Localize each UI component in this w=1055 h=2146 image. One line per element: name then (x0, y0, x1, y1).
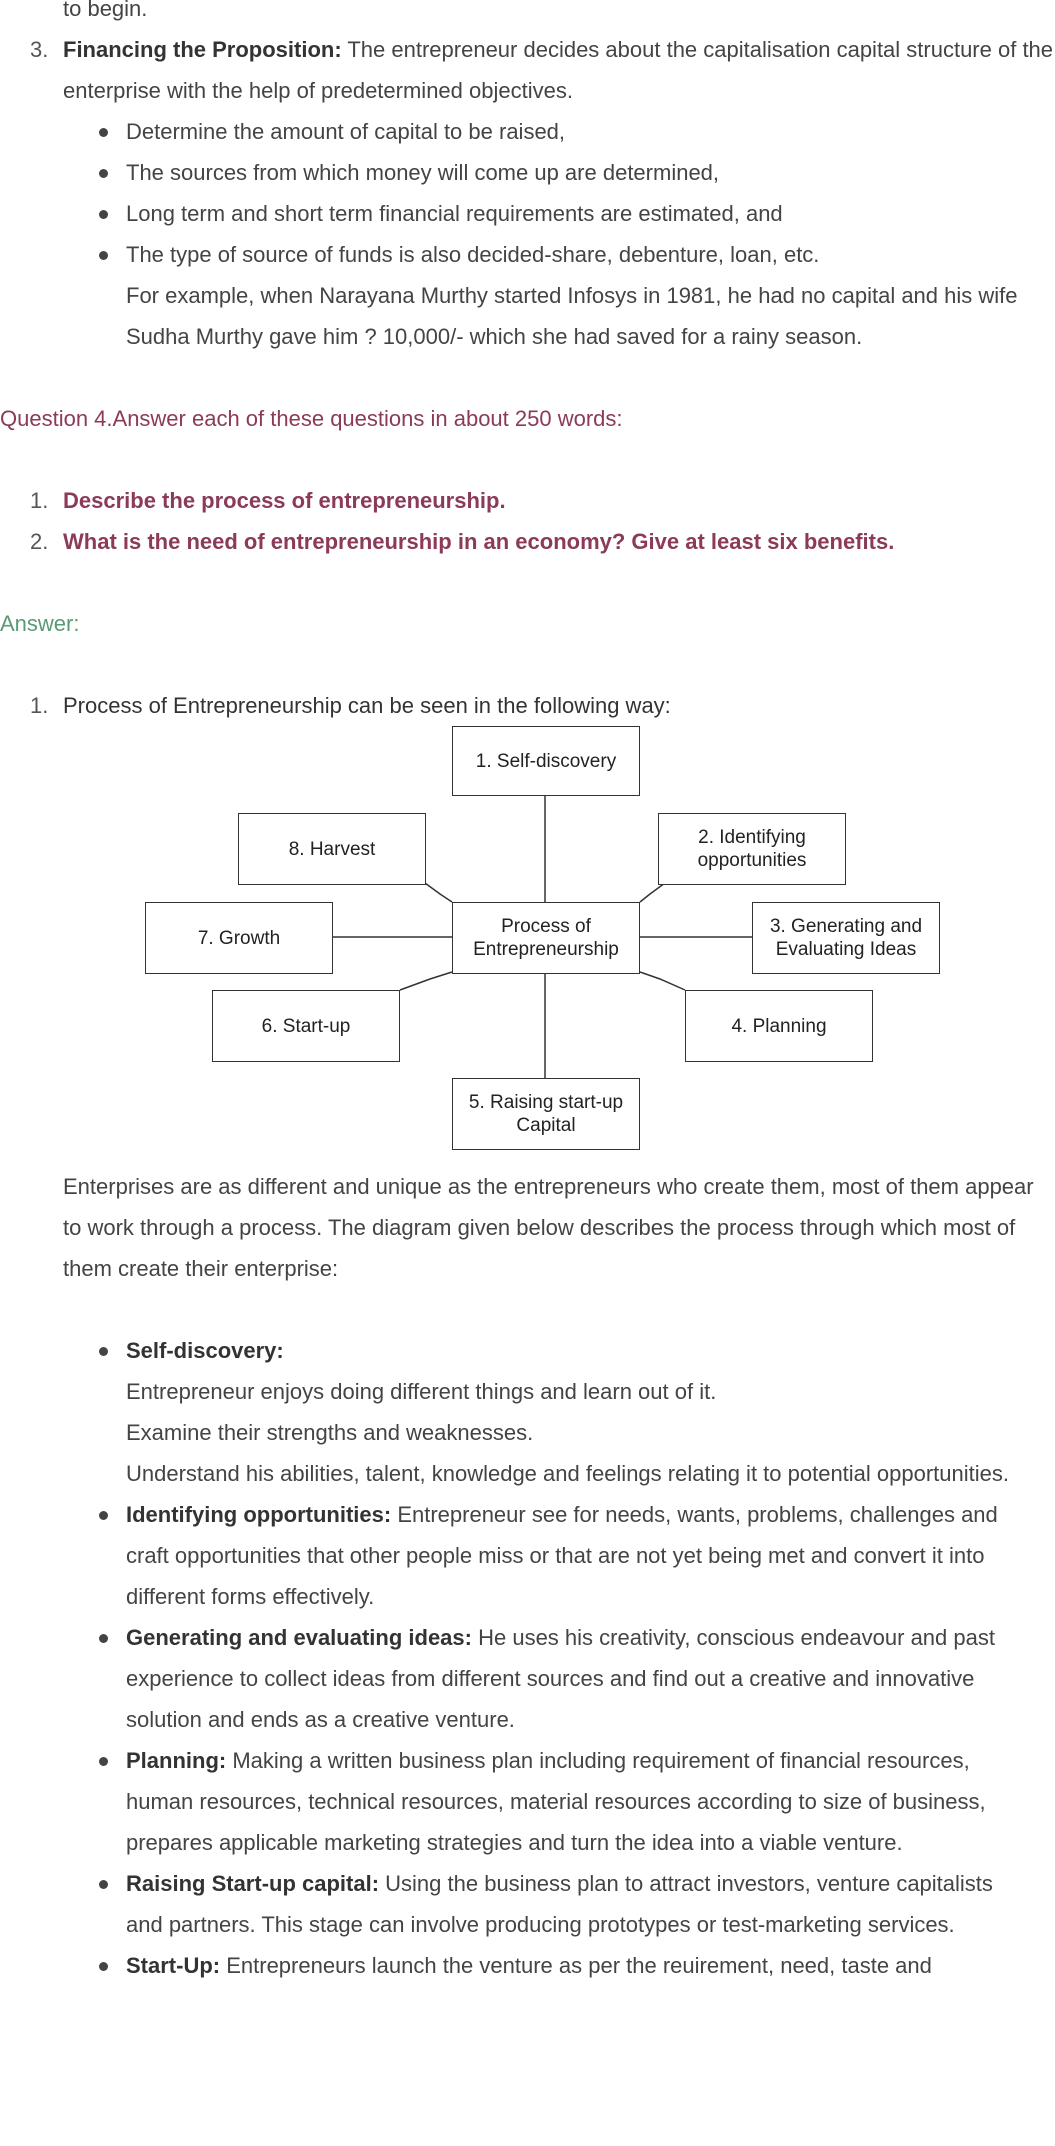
list-item: The type of source of funds is also deci… (0, 234, 1055, 275)
box-growth: 7. Growth (145, 902, 333, 974)
bullet-icon (99, 1511, 108, 1520)
step-planning: Planning: Making a written business plan… (0, 1740, 1055, 1863)
step-raising-capital: Raising Start-up capital: Using the busi… (0, 1863, 1055, 1945)
step-self-discovery: Self-discovery: Entrepreneur enjoys doin… (0, 1330, 1055, 1494)
box-self-discovery: 1. Self-discovery (452, 726, 640, 796)
process-steps: Self-discovery: Entrepreneur enjoys doin… (0, 1330, 1055, 1986)
answer-label: Answer: (0, 611, 80, 636)
list-item: The sources from which money will come u… (0, 152, 1055, 193)
list-item: Long term and short term financial requi… (0, 193, 1055, 234)
box-identifying-opportunities: 2. Identifying opportunities (658, 813, 846, 885)
financing-item: 3. Financing the Proposition: The entrep… (0, 29, 1055, 111)
question-item: 2. What is the need of entrepreneurship … (30, 529, 895, 554)
financing-title: Financing the Proposition: (63, 37, 342, 62)
bullet-icon (99, 251, 108, 260)
answer-point: 1. Process of Entrepreneurship can be se… (30, 693, 671, 718)
intro-paragraph: Enterprises are as different and unique … (63, 1174, 1034, 1281)
bullet-icon (99, 210, 108, 219)
financing-text: The entrepreneur decides about the capit… (63, 37, 1054, 103)
step-identifying-opportunities: Identifying opportunities: Entrepreneur … (0, 1494, 1055, 1617)
bullet-icon (99, 1347, 108, 1356)
box-start-up: 6. Start-up (212, 990, 400, 1062)
bullet-icon (99, 1962, 108, 1971)
financing-bullets: Determine the amount of capital to be ra… (0, 111, 1055, 357)
question-heading: Question 4.Answer each of these question… (0, 406, 623, 431)
list-item: Determine the amount of capital to be ra… (0, 111, 1055, 152)
step-generating-ideas: Generating and evaluating ideas: He uses… (0, 1617, 1055, 1740)
item-number: 3. (30, 37, 49, 62)
bullet-icon (99, 1634, 108, 1643)
connector-lines (330, 794, 752, 1078)
bullet-icon (99, 1880, 108, 1889)
box-harvest: 8. Harvest (238, 813, 426, 885)
box-center-process: Process of Entrepreneurship (452, 902, 640, 974)
example-text: For example, when Narayana Murthy starte… (126, 283, 1018, 349)
bullet-icon (99, 128, 108, 137)
box-planning: 4. Planning (685, 990, 873, 1062)
box-raising-capital: 5. Raising start-up Capital (452, 1078, 640, 1150)
bullet-icon (99, 169, 108, 178)
page-content: to begin. 3. Financing the Proposition: … (0, 0, 1055, 1986)
question-item: 1. Describe the process of entrepreneurs… (30, 488, 506, 513)
intro-tail: to begin. (63, 0, 148, 21)
process-diagram: 1. Self-discovery 2. Identifying opportu… (0, 726, 1055, 1166)
step-start-up: Start-Up: Entrepreneurs launch the ventu… (0, 1945, 1055, 1986)
bullet-icon (99, 1757, 108, 1766)
box-generating-ideas: 3. Generating and Evaluating Ideas (752, 902, 940, 974)
